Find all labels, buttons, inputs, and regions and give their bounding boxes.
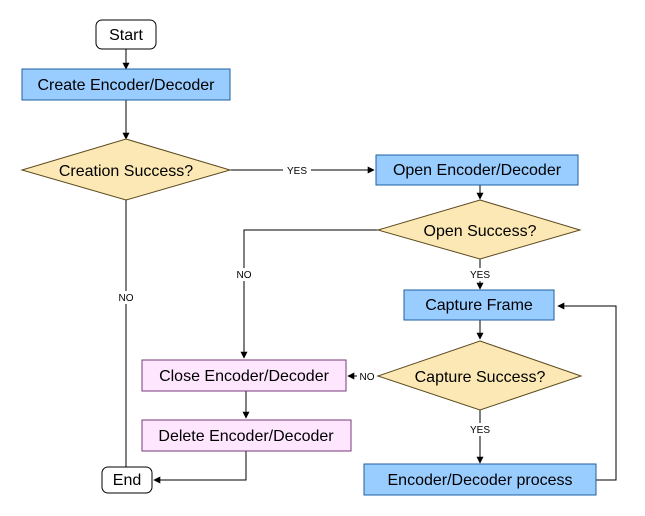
svg-text:Capture Frame: Capture Frame bbox=[425, 297, 533, 314]
svg-text:Delete Encoder/Decoder: Delete Encoder/Decoder bbox=[158, 428, 334, 445]
node-start: Start bbox=[95, 19, 157, 50]
edge-label-capture-yes: YES bbox=[470, 425, 490, 436]
edge-open-no bbox=[240, 229, 378, 359]
svg-text:Open Encoder/Decoder: Open Encoder/Decoder bbox=[393, 162, 562, 179]
node-open-success: Open Success? bbox=[376, 199, 582, 260]
node-end: End bbox=[101, 466, 153, 494]
edge-label-open-yes: YES bbox=[470, 270, 490, 281]
node-close-encoder-decoder: Close Encoder/Decoder bbox=[141, 359, 347, 392]
node-capture-success: Capture Success? bbox=[376, 340, 583, 411]
node-open-encoder-decoder: Open Encoder/Decoder bbox=[375, 154, 579, 186]
edge-process-loop bbox=[557, 302, 617, 481]
edge-label-capture-no: NO bbox=[360, 372, 375, 383]
edge-delete-end bbox=[153, 451, 247, 484]
node-delete-encoder-decoder: Delete Encoder/Decoder bbox=[141, 419, 352, 452]
svg-text:Open Success?: Open Success? bbox=[424, 223, 537, 240]
edge-label-creation-yes: YES bbox=[287, 166, 307, 177]
node-capture-frame: Capture Frame bbox=[403, 289, 555, 321]
svg-text:End: End bbox=[113, 472, 141, 489]
edge-label-creation-no: NO bbox=[119, 293, 134, 304]
svg-text:Close Encoder/Decoder: Close Encoder/Decoder bbox=[159, 368, 330, 385]
node-encoder-decoder-process: Encoder/Decoder process bbox=[363, 463, 597, 496]
svg-text:Start: Start bbox=[109, 27, 143, 44]
svg-text:Encoder/Decoder process: Encoder/Decoder process bbox=[388, 472, 573, 489]
svg-text:Create Encoder/Decoder: Create Encoder/Decoder bbox=[38, 77, 216, 94]
svg-text:Creation Success?: Creation Success? bbox=[59, 163, 193, 180]
node-create-encoder-decoder: Create Encoder/Decoder bbox=[21, 68, 231, 101]
edge-label-open-no: NO bbox=[237, 270, 252, 281]
svg-text:Capture Success?: Capture Success? bbox=[415, 369, 546, 386]
node-creation-success: Creation Success? bbox=[20, 138, 232, 201]
